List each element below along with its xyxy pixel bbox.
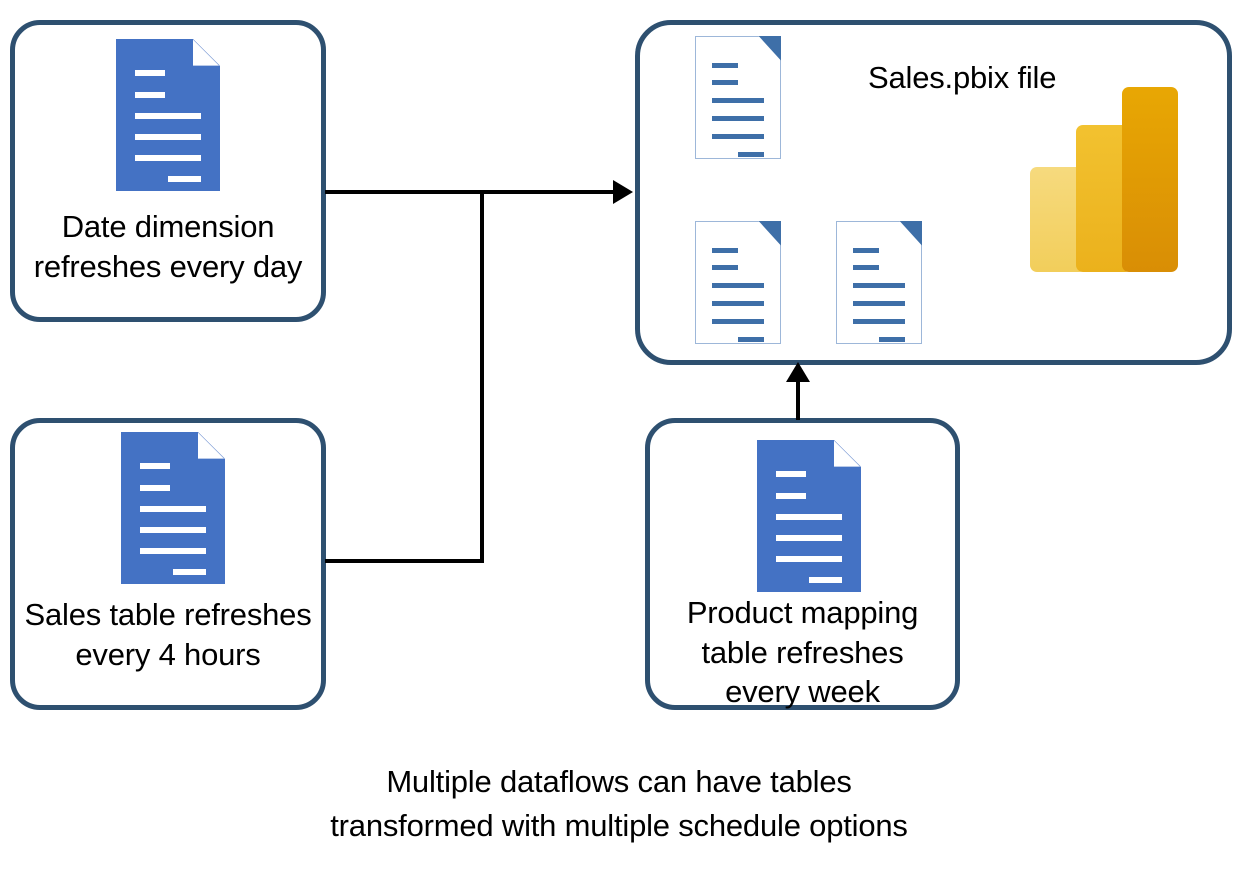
- power-bi-bar-large: [1122, 87, 1178, 272]
- document-sheet: [836, 221, 922, 344]
- document-icon: [695, 221, 781, 344]
- document-fold-edge: [833, 440, 861, 467]
- diagram-caption: Multiple dataflows can have tables trans…: [330, 764, 908, 844]
- connector-sales-table-horizontal: [325, 559, 484, 563]
- node-date-dimension[interactable]: Date dimension refreshes every day: [10, 20, 326, 322]
- document-icon: [757, 440, 861, 592]
- node-label-sales-table: Sales table refreshes every 4 hours: [24, 597, 312, 672]
- document-fold-edge: [197, 432, 225, 459]
- node-label-product-mapping: Product mapping table refreshes every we…: [686, 595, 919, 710]
- node-sales-table[interactable]: Sales table refreshes every 4 hours: [10, 418, 326, 710]
- connector-junction-to-panel: [480, 190, 615, 194]
- target-panel-sales-pbix[interactable]: Sales.pbix file: [635, 20, 1232, 365]
- document-fold-edge: [192, 39, 220, 66]
- connector-product-mapping-vertical: [796, 380, 800, 420]
- panel-title-sales-pbix: Sales.pbix file: [868, 60, 1057, 95]
- connector-date-dimension-horizontal: [325, 190, 484, 194]
- document-icon: [695, 36, 781, 159]
- document-icon: [121, 432, 225, 584]
- document-icon: [836, 221, 922, 344]
- arrowhead-to-sales-pbix: [613, 180, 633, 204]
- arrowhead-product-mapping-to-pbix: [786, 362, 810, 382]
- power-bi-logo: [1030, 87, 1178, 272]
- document-icon: [116, 39, 220, 191]
- node-label-date-dimension: Date dimension refreshes every day: [33, 209, 303, 284]
- node-product-mapping[interactable]: Product mapping table refreshes every we…: [645, 418, 960, 710]
- connector-trunk-vertical: [480, 190, 484, 563]
